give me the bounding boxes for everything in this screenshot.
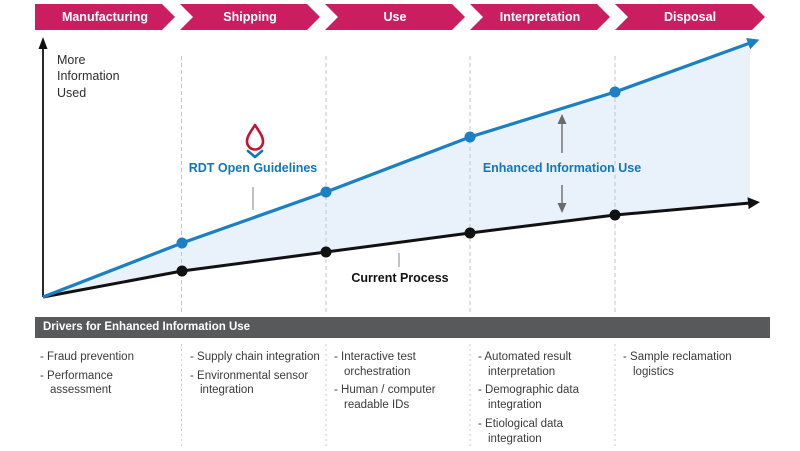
- current-line-markers: [176, 209, 621, 277]
- y-axis: [38, 37, 48, 297]
- drivers-col-manufacturing: Fraud preventionPerformance assessment: [40, 350, 152, 402]
- data-point: [464, 227, 476, 239]
- enhanced-info-line: [42, 38, 760, 299]
- drivers-col-disposal: Sample reclamation logistics: [623, 350, 773, 383]
- droplet-icon: [245, 123, 265, 151]
- gap-double-arrow: [557, 114, 567, 213]
- data-point: [320, 186, 332, 198]
- data-point: [609, 209, 621, 221]
- stage-gridlines: [181, 56, 616, 315]
- data-point: [320, 246, 332, 258]
- drivers-header-bar: Drivers for Enhanced Information Use: [35, 317, 770, 338]
- process-stage-bar: Manufacturing Shipping Use Interpretatio…: [35, 4, 765, 30]
- driver-item: Performance assessment: [40, 369, 152, 398]
- label-connector-ticks: [252, 187, 400, 267]
- data-point: [464, 131, 476, 143]
- enhanced-line-markers: [176, 86, 621, 249]
- stage-manufacturing: Manufacturing: [35, 4, 175, 30]
- stage-interpretation: Interpretation: [470, 4, 610, 30]
- stage-use: Use: [325, 4, 465, 30]
- current-process-line: [42, 197, 760, 299]
- drivers-column-separators: [181, 344, 616, 448]
- current-process-label: Current Process: [351, 271, 449, 285]
- drivers-col-use: Interactive test orchestrationHuman / co…: [334, 350, 469, 417]
- drivers-header-text: Drivers for Enhanced Information Use: [43, 321, 251, 333]
- data-point: [176, 237, 188, 249]
- stage-shipping: Shipping: [180, 4, 320, 30]
- driver-item: Environmental sensor integration: [190, 369, 320, 398]
- y-axis-label: More Information Used: [57, 53, 120, 100]
- driver-item: Human / computer readable IDs: [334, 383, 469, 412]
- data-point: [609, 86, 621, 98]
- rdt-guidelines-label: RDT Open Guidelines: [188, 161, 318, 175]
- driver-item: Demographic data integration: [478, 383, 610, 412]
- drivers-col-shipping: Supply chain integrationEnvironmental se…: [190, 350, 320, 402]
- driver-item: Fraud prevention: [40, 350, 152, 365]
- driver-item: Etiological data integration: [478, 417, 610, 446]
- y-axis-arrowhead: [38, 37, 48, 49]
- enhanced-info-use-label: Enhanced Information Use: [482, 161, 642, 175]
- stage-disposal: Disposal: [615, 4, 765, 30]
- chevron-down-icon: [246, 149, 264, 159]
- driver-item: Interactive test orchestration: [334, 350, 469, 379]
- data-point: [176, 265, 188, 277]
- drivers-col-interpretation: Automated result interpretationDemograph…: [478, 350, 610, 450]
- driver-item: Sample reclamation logistics: [623, 350, 773, 379]
- driver-item: Automated result interpretation: [478, 350, 610, 379]
- driver-item: Supply chain integration: [190, 350, 320, 365]
